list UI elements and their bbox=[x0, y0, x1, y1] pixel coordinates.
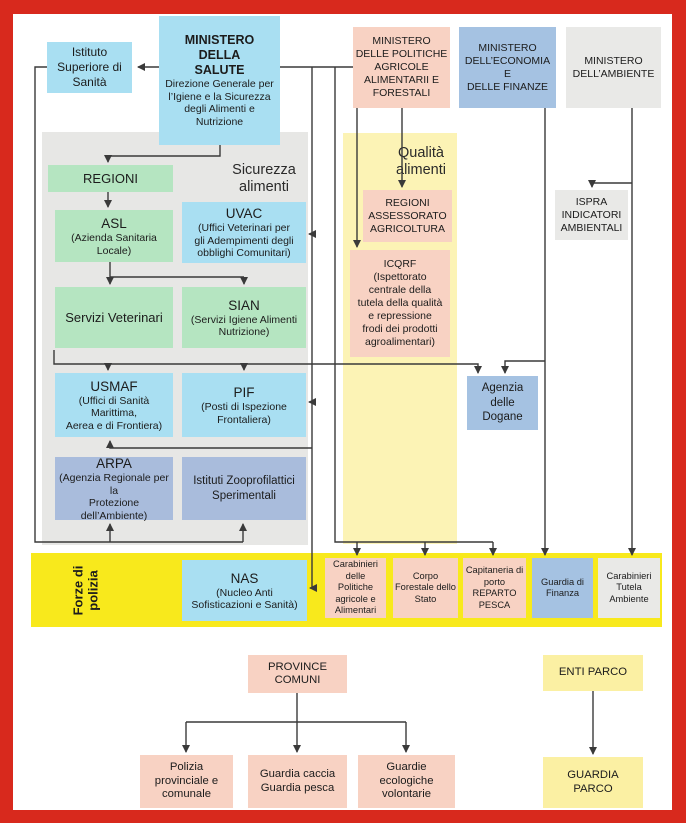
box-ispra: ISPRA INDICATORI AMBIENTALI bbox=[555, 190, 628, 240]
box-ministero-economia-finanze: MINISTERO DELL’ECONOMIA E DELLE FINANZE bbox=[459, 27, 556, 108]
box-sian: SIAN(Servizi Igiene Alimenti Nutrizione) bbox=[182, 287, 306, 348]
box-istituto-superiore-sanita: Istituto Superiore di Sanità bbox=[47, 42, 132, 93]
box-asl: ASL(Azienda Sanitaria Locale) bbox=[55, 210, 173, 262]
box-guardia-finanza: Guardia di Finanza bbox=[532, 558, 593, 618]
box-guardia-parco: GUARDIA PARCO bbox=[543, 757, 643, 808]
box-carabinieri-politiche-agricole: Carabinieri delle Politiche agricole e A… bbox=[325, 558, 386, 618]
box-province-comuni: PROVINCE COMUNI bbox=[248, 655, 347, 693]
box-agenzia-dogane: Agenzia delle Dogane bbox=[467, 376, 538, 430]
label-forze-di-polizia: Forze di polizia bbox=[70, 565, 101, 615]
box-pif: PIF(Posti di Ispezione Frontaliera) bbox=[182, 373, 306, 437]
box-carabinieri-tutela-ambiente: Carabinieri Tutela Ambiente bbox=[598, 558, 660, 618]
box-ministero-ambiente: MINISTERO DELL’AMBIENTE bbox=[566, 27, 661, 108]
box-ministero-politiche-agricole: MINISTERO DELLE POLITICHE AGRICOLE ALIME… bbox=[353, 27, 450, 108]
box-arpa: ARPA(Agenzia Regionale per la Protezione… bbox=[55, 456, 173, 522]
box-guardie-ecologiche: Guardie ecologiche volontarie bbox=[358, 755, 455, 808]
box-polizia-provinciale: Polizia provinciale e comunale bbox=[140, 755, 233, 808]
box-regioni-assessorato-agricoltura: REGIONI ASSESSORATO AGRICOLTURA bbox=[363, 190, 452, 242]
box-usmaf: USMAF(Uffici di Sanità Marittima, Aerea … bbox=[55, 373, 173, 437]
box-capitaneria-porto: Capitaneria di porto REPARTO PESCA bbox=[463, 558, 526, 618]
label-qualita-alimenti: Qualità alimenti bbox=[396, 145, 446, 178]
box-icqrf: ICQRF (Ispettorato centrale della tutela… bbox=[350, 250, 450, 357]
ministero-salute-title: MINISTERO DELLA SALUTE bbox=[184, 33, 255, 77]
label-sicurezza-alimenti: Sicurezza alimenti bbox=[232, 162, 296, 195]
box-nas: NAS(Nucleo Anti Sofisticazioni e Sanità) bbox=[182, 560, 307, 621]
box-ministero-salute: MINISTERO DELLA SALUTE Direzione General… bbox=[159, 16, 280, 145]
ministero-salute-subtitle: Direzione Generale per l’Igiene e la Sic… bbox=[165, 78, 274, 128]
box-enti-parco: ENTI PARCO bbox=[543, 655, 643, 691]
box-corpo-forestale: Corpo Forestale dello Stato bbox=[393, 558, 458, 618]
box-regioni: REGIONI bbox=[48, 165, 173, 192]
box-istituti-zooprofilattici: Istituti Zooprofilattici Sperimentali bbox=[182, 457, 306, 520]
box-servizi-veterinari: Servizi Veterinari bbox=[55, 287, 173, 348]
box-guardia-caccia-pesca: Guardia caccia Guardia pesca bbox=[248, 755, 347, 808]
box-uvac: UVAC(Uffici Veterinari per gli Adempimen… bbox=[182, 202, 306, 263]
